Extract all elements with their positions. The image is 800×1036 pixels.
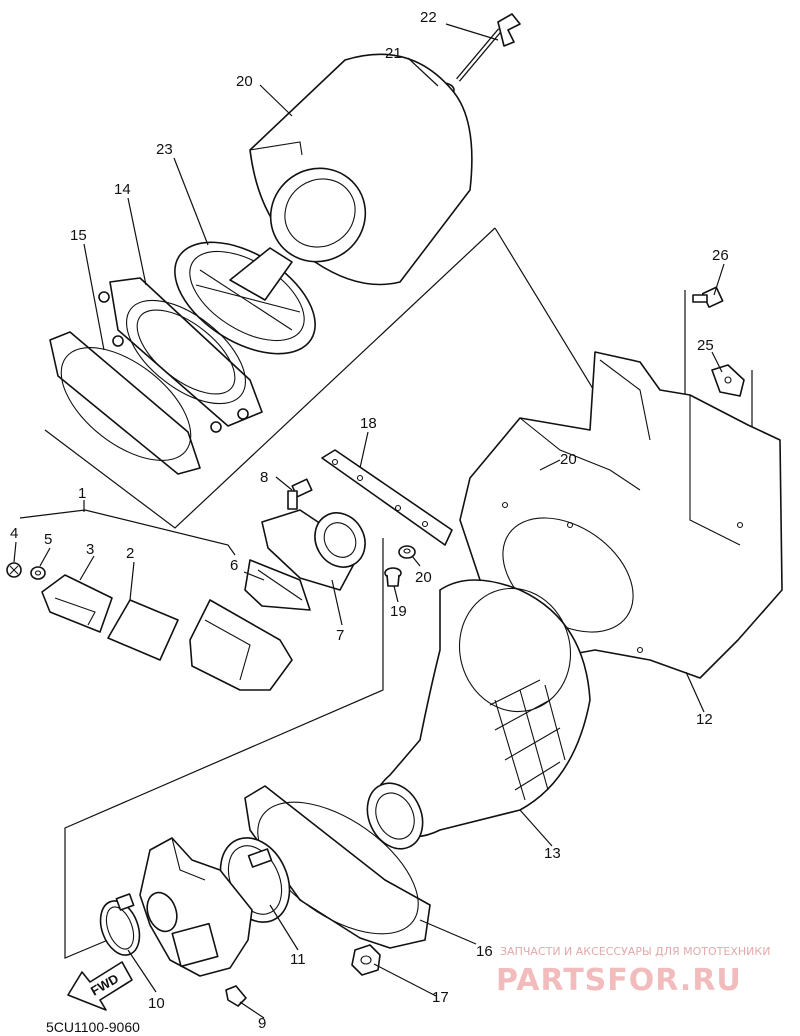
intake-duct-13-part bbox=[366, 579, 591, 850]
callout-labels: 22 21 20 23 14 15 26 25 18 20 8 1 4 5 3 … bbox=[10, 9, 729, 1032]
nut-17-part bbox=[351, 944, 381, 976]
clamp-10-part bbox=[99, 893, 141, 956]
watermark-logo: PARTSFOR.RU bbox=[496, 963, 742, 998]
callout-2: 2 bbox=[126, 545, 134, 562]
callout-14: 14 bbox=[114, 181, 131, 198]
callout-9: 9 bbox=[258, 1015, 266, 1032]
screw-8-part bbox=[287, 478, 313, 510]
callout-3: 3 bbox=[86, 541, 94, 558]
callout-21: 20 bbox=[236, 73, 253, 90]
upper-group-outline bbox=[44, 227, 496, 529]
callout-11: 11 bbox=[290, 951, 306, 968]
callout-17: 17 bbox=[432, 989, 449, 1006]
clip-25-part bbox=[711, 364, 745, 397]
grommet-19-part bbox=[384, 567, 402, 587]
wing-bolt-part bbox=[456, 13, 521, 82]
callout-23: 22 bbox=[420, 9, 437, 26]
screw-4-part bbox=[6, 562, 22, 578]
lower-group-outline bbox=[64, 538, 384, 959]
leader-lines bbox=[13, 23, 725, 1019]
callout-20a: 20 bbox=[560, 451, 577, 468]
washer-20b-part bbox=[398, 545, 416, 559]
callout-5: 5 bbox=[44, 531, 52, 548]
reed-petal-2-part bbox=[107, 599, 179, 661]
callout-19: 19 bbox=[390, 603, 407, 620]
callout-7: 7 bbox=[336, 627, 344, 644]
fwd-direction-arrow: FWD bbox=[67, 961, 133, 1011]
callout-15: 15 bbox=[70, 227, 87, 244]
drawing-code: 5CU1100-9060 bbox=[46, 1019, 140, 1035]
air-filter-part bbox=[249, 53, 473, 286]
reed-valve-6-part bbox=[244, 559, 311, 611]
callout-12: 12 bbox=[696, 711, 713, 728]
callout-18: 18 bbox=[360, 415, 377, 432]
carburetor-part bbox=[139, 837, 253, 977]
callout-13: 13 bbox=[544, 845, 561, 862]
callout-25: 25 bbox=[697, 337, 714, 354]
callout-8: 8 bbox=[260, 469, 268, 486]
callout-22: 21 bbox=[385, 45, 402, 62]
clip-9-part bbox=[225, 985, 247, 1007]
reed-block-part bbox=[189, 599, 293, 691]
intake-joint-7-part bbox=[261, 509, 366, 591]
watermark: ЗАПЧАСТИ И АКСЕССУАРЫ ДЛЯ МОТОТЕХНИКИ PA… bbox=[496, 945, 770, 998]
washer-5-part bbox=[30, 566, 46, 580]
callout-24: 23 bbox=[156, 141, 173, 158]
strap-18-part bbox=[321, 449, 453, 546]
plate-14-part bbox=[98, 277, 263, 433]
callout-20b: 20 bbox=[415, 569, 432, 586]
watermark-tagline: ЗАПЧАСТИ И АКСЕССУАРЫ ДЛЯ МОТОТЕХНИКИ bbox=[500, 945, 770, 958]
assembly-1-bracket bbox=[19, 509, 236, 556]
callout-16: 16 bbox=[476, 943, 493, 960]
callout-6: 6 bbox=[230, 557, 238, 574]
callout-10: 10 bbox=[148, 995, 165, 1012]
callout-4: 4 bbox=[10, 525, 18, 542]
reed-plate-3-part bbox=[41, 574, 113, 633]
gasket-15-part bbox=[49, 331, 201, 475]
callout-26: 26 bbox=[712, 247, 729, 264]
bolt-26-part bbox=[692, 286, 724, 309]
callout-1: 1 bbox=[78, 485, 86, 502]
